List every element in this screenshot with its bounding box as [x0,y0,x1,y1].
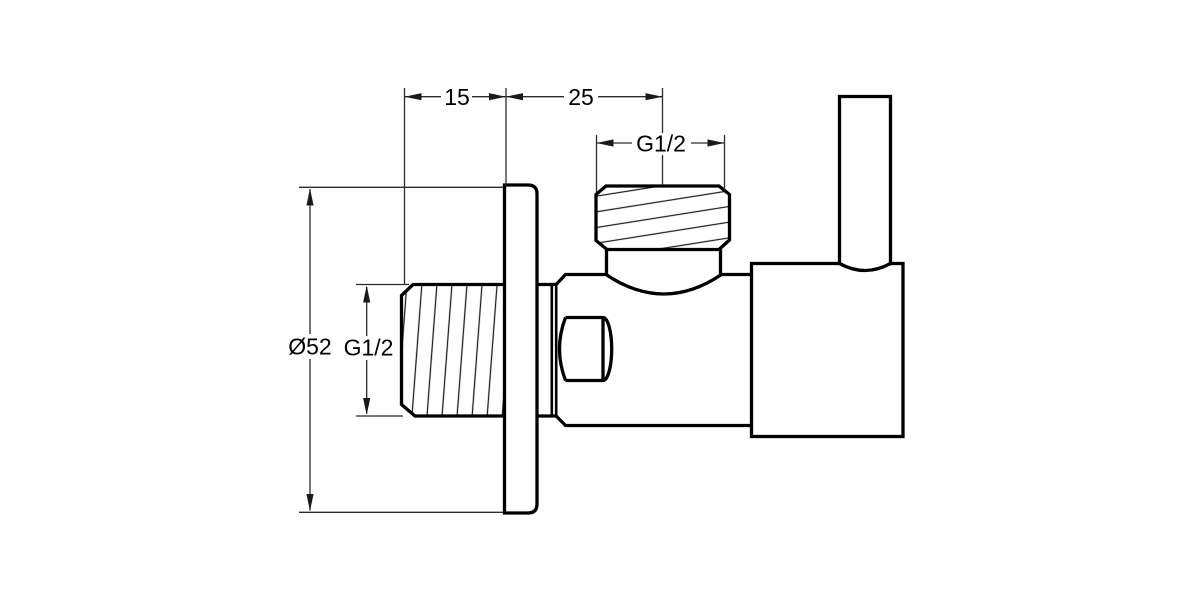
arrowhead-right [645,93,663,101]
body-shoulder-arc [605,273,723,296]
valve-body [554,272,752,428]
dim-flange-offset-15: 15 [403,84,507,284]
dim-label-inlet-thread: G1/2 [344,335,394,361]
side-port-end-ellipse [602,315,614,383]
arrowhead-up [363,285,371,303]
nipple-thread-hatch [401,284,505,416]
arrowhead-left [404,93,422,101]
body-top-left-chamfer [554,272,606,286]
side-port-barrel-arc [557,316,568,382]
side-port-fill [559,317,612,381]
dim-label-flange-offset: 15 [444,84,470,110]
dim-flange-diameter-52: Ø52 [288,186,503,513]
handle-base-block [749,261,905,439]
dim-label-outlet-thread: G1/2 [636,131,686,157]
inlet-thread-nipple [399,282,505,418]
arrowhead-right [489,93,506,101]
side-port-boss [557,315,614,383]
dim-label-flange-diameter: Ø52 [288,334,331,360]
dim-inlet-thread-g12: G1/2 [344,283,409,417]
nut-outline [594,184,732,252]
body-bottom-edge [555,414,752,428]
handle-lever [837,94,893,273]
arrowhead-left [596,139,614,147]
arrowhead-right [707,139,725,147]
arrowhead-down [363,398,371,415]
dim-label-body-offset: 25 [568,84,594,110]
nipple-outline [399,282,505,418]
arrowhead-up [306,188,314,206]
arrowhead-down [306,494,314,511]
arrowhead-left [506,93,523,101]
nut-thread-hatch [596,186,730,250]
pipe-section [537,282,558,418]
outlet-neck [604,249,723,276]
dim-body-offset-25: 25 [506,84,664,185]
dim-outlet-thread-g12: G1/2 [595,131,726,192]
outlet-thread-nut [594,184,732,252]
wall-flange [502,183,539,515]
